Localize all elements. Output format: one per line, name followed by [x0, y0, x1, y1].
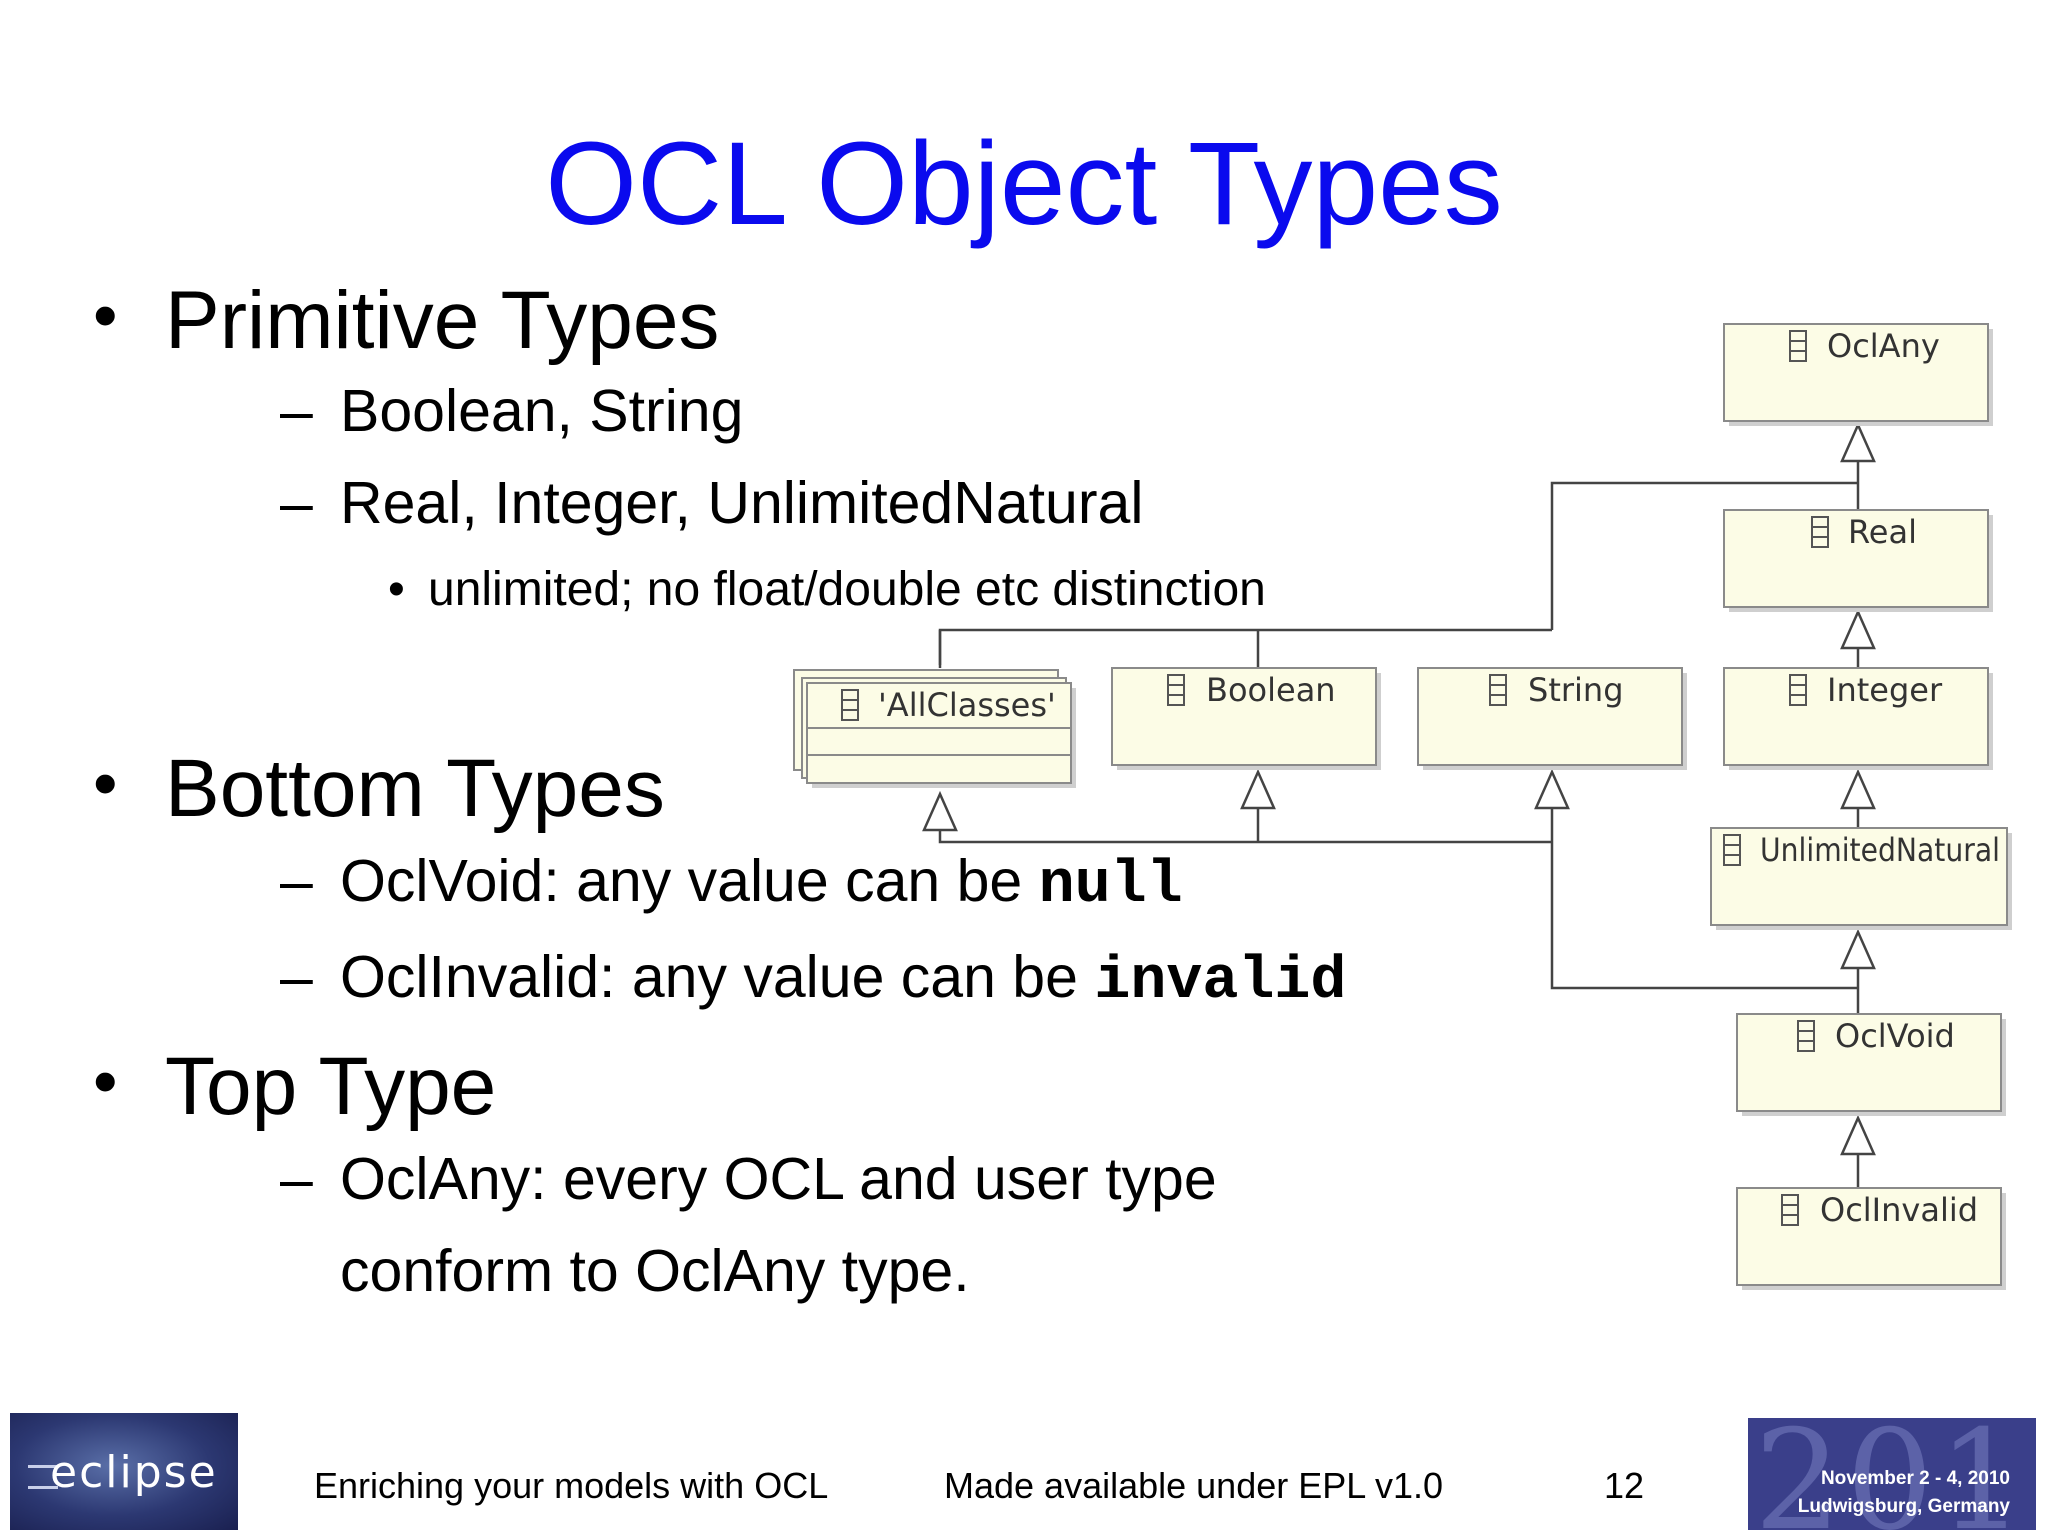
sub-item-boolean-string: – Boolean, String — [280, 382, 743, 441]
primitive-heading: Primitive Types — [165, 275, 720, 366]
sub-item-oclany-continued: conform to OclAny type. — [340, 1242, 970, 1301]
eclipse-logo-lines — [28, 1465, 58, 1489]
class-label-integer: Integer — [1827, 671, 1943, 709]
sub-item-oclvoid: – OclVoid: any value can be null — [280, 852, 1183, 917]
event-dates: November 2 - 4, 2010 — [1820, 1468, 2010, 1489]
null-keyword: null — [1038, 852, 1183, 920]
class-icon — [1789, 330, 1807, 362]
arrowhead-real — [1840, 608, 1876, 650]
bottom-item-1-text: OclVoid: any value can be — [340, 848, 1039, 914]
sub-item-oclany: – OclAny: every OCL and user type — [280, 1150, 1217, 1209]
footer-page-number: 12 — [1604, 1465, 1645, 1506]
bullet-primitive-types: • Primitive Types — [93, 280, 719, 362]
dash: – — [280, 378, 313, 444]
slide-title: OCL Object Types — [545, 118, 1503, 250]
class-icon — [1167, 674, 1185, 706]
arrowhead-oclvoid — [1840, 1114, 1876, 1156]
class-label-real: Real — [1848, 513, 1917, 551]
class-integer: Integer — [1723, 667, 1993, 770]
arrowhead-integer — [1840, 768, 1876, 810]
class-icon — [1723, 834, 1741, 866]
event-year: 2010 — [1754, 1418, 2036, 1530]
dash: – — [280, 1146, 313, 1212]
class-real: Real — [1723, 509, 1993, 612]
dash: – — [280, 848, 313, 914]
bullet-bottom-types: • Bottom Types — [93, 748, 665, 830]
generalization-arrowheads — [922, 421, 1876, 1156]
class-icon — [1489, 674, 1507, 706]
sub-item-oclinvalid: – OclInvalid: any value can be invalid — [280, 948, 1346, 1013]
eclipse-logo-word: eclipse — [50, 1447, 218, 1498]
class-oclinvalid: OclInvalid — [1736, 1187, 2006, 1290]
footer-license: Made available under EPL v1.0 — [944, 1465, 1443, 1506]
bullet-top-type: • Top Type — [93, 1046, 496, 1128]
class-label-oclany: OclAny — [1827, 327, 1940, 365]
class-label-unlimitednatural: UnlimitedNatural — [1760, 831, 2000, 869]
generalization-edges — [938, 455, 1860, 1188]
sub-sub-item-unlimited: • unlimited; no float/double etc distinc… — [388, 563, 1266, 616]
footer-presentation-title: Enriching your models with OCL — [314, 1465, 829, 1506]
class-icon — [1797, 1020, 1815, 1052]
arrowhead-oclany — [1840, 421, 1876, 463]
top-line-2: conform to OclAny type. — [340, 1238, 970, 1304]
arrowhead-allclasses — [922, 790, 958, 832]
class-label-boolean: Boolean — [1206, 671, 1336, 709]
bottom-item-2-text: OclInvalid: any value can be — [340, 944, 1095, 1010]
sub-item-numeric: – Real, Integer, UnlimitedNatural — [280, 474, 1143, 533]
class-icon — [1781, 1194, 1799, 1226]
class-label-oclvoid: OclVoid — [1835, 1017, 1955, 1055]
class-oclvoid: OclVoid — [1736, 1013, 2006, 1116]
eclipse-summit-2010-logo: 2010 November 2 - 4, 2010 Ludwigsburg, G… — [1748, 1418, 2036, 1530]
class-unlimitednatural: UnlimitedNatural — [1710, 827, 2012, 930]
bullet-dot: • — [388, 563, 405, 616]
bottom-heading: Bottom Types — [165, 743, 665, 834]
arrowhead-string — [1534, 768, 1570, 810]
class-icon — [841, 689, 859, 721]
class-icon — [1789, 674, 1807, 706]
event-location: Ludwigsburg, Germany — [1797, 1496, 2010, 1517]
edge-oclvoid-to-string — [938, 808, 1858, 990]
edge-allclasses-boolean-up — [938, 628, 1552, 668]
class-label-allclasses: 'AllClasses' — [878, 686, 1056, 724]
class-string: String — [1417, 667, 1687, 770]
top-heading: Top Type — [165, 1041, 497, 1132]
primitive-item-1: Boolean, String — [340, 378, 744, 444]
eclipse-logo: eclipse — [10, 1413, 238, 1530]
dash: – — [280, 944, 313, 1010]
class-label-oclinvalid: OclInvalid — [1820, 1191, 1978, 1229]
arrowhead-boolean — [1240, 768, 1276, 810]
arrowhead-unlimitednatural — [1840, 928, 1876, 970]
class-allclasses: 'AllClasses' — [793, 669, 1076, 788]
class-label-string: String — [1528, 671, 1624, 709]
class-icon — [1811, 516, 1829, 548]
class-boolean: Boolean — [1111, 667, 1381, 770]
invalid-keyword: invalid — [1094, 948, 1347, 1016]
bullet-dot: • — [93, 276, 118, 354]
top-line-1: OclAny: every OCL and user type — [340, 1146, 1217, 1212]
edge-string-to-oclany — [1550, 481, 1858, 630]
bullet-dot: • — [93, 744, 118, 822]
primitive-item-2-note: unlimited; no float/double etc distincti… — [428, 563, 1266, 616]
class-oclany: OclAny — [1723, 323, 1993, 426]
dash: – — [280, 470, 313, 536]
primitive-item-2: Real, Integer, UnlimitedNatural — [340, 470, 1144, 536]
bullet-dot: • — [93, 1042, 118, 1120]
